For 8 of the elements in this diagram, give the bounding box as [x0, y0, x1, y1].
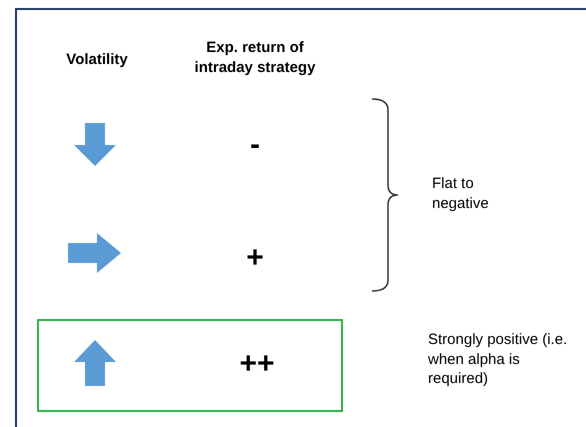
column-header: Exp. return of intraday strategy: [194, 38, 316, 77]
note: Flat to negative: [432, 174, 490, 213]
column-header: Volatility: [65, 50, 129, 70]
return-sign: ++: [238, 346, 276, 382]
highlight-box: [37, 319, 343, 412]
return-sign: -: [249, 127, 261, 163]
return-sign: +: [245, 240, 265, 276]
note: Strongly positive (i.e. when alpha is required): [428, 330, 568, 388]
